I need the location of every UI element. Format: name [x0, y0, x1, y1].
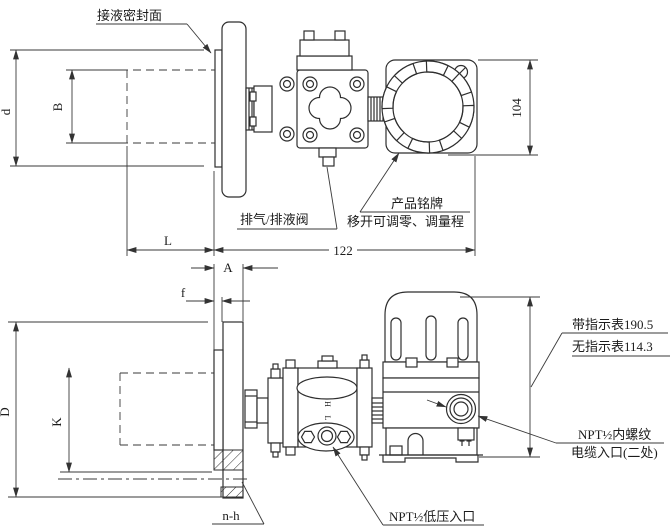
cap-rib-slot	[425, 315, 437, 361]
label-cable-entry: 电缆入口(二处)	[571, 445, 658, 460]
label-nameplate-note: 移开可调零、调量程	[347, 214, 464, 229]
label-cable-thread: NPT½内螺纹	[578, 427, 651, 442]
low-pressure-port	[317, 426, 337, 446]
cover-bolt	[334, 30, 346, 41]
label-without-indicator: 无指示表114.3	[572, 339, 653, 354]
dim-d-label: d	[0, 108, 13, 115]
flange-hatch-lower	[220, 486, 244, 498]
label-with-indicator: 带指示表190.5	[572, 317, 653, 332]
dim-f-label: f	[181, 285, 186, 300]
bolt	[302, 127, 318, 143]
leader-vent-valve	[326, 166, 338, 230]
cap-rib-slot	[457, 317, 469, 361]
bolt	[349, 76, 365, 92]
terminal-cap	[384, 291, 478, 363]
cap-rib-slot	[390, 317, 402, 361]
label-bolt-holes: n-h	[222, 508, 240, 523]
base-arch	[407, 432, 424, 455]
dim-K-label: K	[49, 417, 64, 427]
flange-nut	[300, 430, 316, 444]
dim-D-label: D	[0, 407, 12, 416]
vent-valve	[318, 147, 337, 158]
sealing-face	[214, 49, 223, 168]
label-nameplate: 产品铭牌	[391, 196, 443, 211]
raised-face-section	[213, 349, 224, 451]
dim-122-label: 122	[333, 243, 353, 258]
process-cover-top	[296, 376, 358, 400]
leader-indicator	[530, 332, 563, 388]
cover-bolt	[303, 30, 315, 41]
port-low-label: L	[323, 416, 332, 421]
leader-bolt-holes	[241, 481, 265, 525]
label-low-pressure: NPT½低压入口	[389, 509, 475, 524]
dim-L-label: L	[164, 233, 172, 248]
adapter-flange	[267, 377, 284, 444]
coupling	[367, 96, 384, 122]
label-seal-face: 接液密封面	[97, 8, 162, 23]
base-feet	[379, 454, 483, 463]
leader-low-pressure	[332, 446, 384, 526]
adapter-plate	[253, 85, 273, 133]
bolt	[279, 126, 295, 142]
flange-disc	[221, 21, 247, 198]
port-high-label: H	[323, 401, 332, 407]
leader-nameplate	[359, 152, 400, 213]
label-vent-valve: 排气/排液阀	[240, 212, 309, 227]
leader-seal-face	[186, 23, 212, 54]
bolt	[349, 127, 365, 143]
bolt	[279, 76, 295, 92]
quatrefoil-boss	[308, 86, 352, 130]
leader-cable-entry-right	[477, 415, 557, 444]
top-view: d B L 122 104 接液密封面 排气/排液阀 产品铭牌 移开可调零、调量…	[0, 8, 538, 258]
cable-entry-port	[445, 393, 477, 425]
dim-104-label: 104	[509, 98, 524, 118]
dim-B-label: B	[50, 102, 65, 111]
leader-cable-entry-left	[426, 399, 447, 408]
bolt	[302, 76, 318, 92]
flange-hatch-upper	[213, 449, 244, 471]
cap-ring	[382, 361, 480, 379]
flange-plate-section	[222, 321, 244, 499]
dim-A-label: A	[223, 260, 233, 275]
head-cover-inner	[392, 71, 464, 143]
flange-nut	[336, 430, 352, 444]
ground-bracket	[457, 427, 475, 441]
bottom-view: H L	[0, 260, 670, 526]
